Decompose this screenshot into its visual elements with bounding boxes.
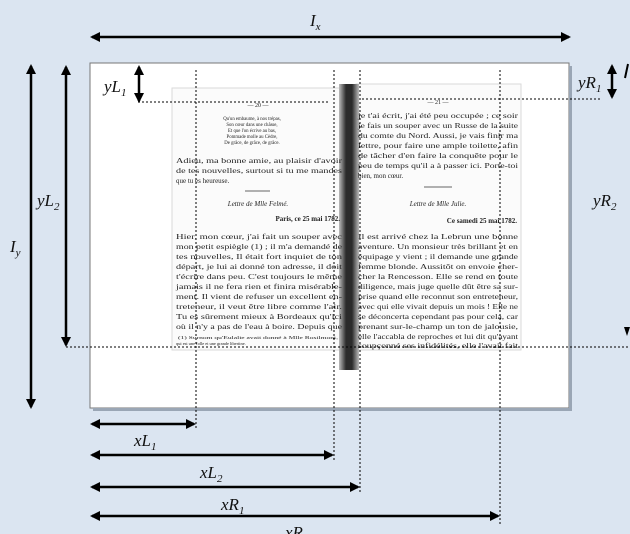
- text-line: mon petit espiègle (1) ; il m'a demandé …: [176, 243, 342, 251]
- scan-canvas-shadow-bottom: [93, 408, 572, 411]
- left-page-number: — 20 —: [247, 103, 270, 109]
- text-line: avec qui elle vivait depuis un mois ! El…: [358, 303, 518, 311]
- text-line: prenant sur-le-champ un ton de jalousie,: [358, 323, 518, 331]
- text-line: elle l'accabla de reproches et lui dit q…: [358, 333, 518, 341]
- text-line: équipage y vient ; il demande une grande: [358, 253, 518, 261]
- text-line: peu de temps qu'il a à passer ici. Porte…: [358, 162, 518, 170]
- text-line: femme blonde. Aussitôt on envoie cher-: [358, 263, 519, 271]
- label-xL2: xL2: [199, 463, 223, 485]
- arrow-partial-top-right: [624, 63, 629, 79]
- text-line: cher la Rencesson. Elle se rend en toute: [358, 273, 518, 281]
- poem-line: Son cœur dans une châsse,: [226, 123, 277, 128]
- text-line: où il n'y a pas de l'eau à boire. Depuis…: [176, 323, 342, 331]
- label-yL2: yL2: [35, 191, 60, 213]
- text-line: diligence, mais juge quelle dût être sa …: [358, 283, 519, 291]
- label-Ix: Ix: [309, 11, 321, 33]
- left-date-line: Paris, ce 25 mai 1782.: [275, 215, 340, 223]
- text-line: que tu es heureuse.: [176, 177, 230, 185]
- text-line: tes nouvelles, Il était fort inquiet de …: [176, 253, 343, 261]
- right-para1: je t'ai écrit, j'ai été peu occupée ; ce…: [357, 112, 520, 180]
- text-line: Il est arrivé chez la Lebrun une bonne: [358, 233, 518, 241]
- label-yR1: yR1: [576, 73, 601, 95]
- book-spine: [339, 84, 359, 370]
- right-date-line: Ce samedi 25 mai 1782.: [447, 217, 517, 225]
- arrow-partial-mid-right: [624, 327, 630, 336]
- left-letter-title: Lettre de Mlle Felmé.: [227, 200, 289, 208]
- text-line: du comte du Nord. Aussi, je vais finir m…: [358, 132, 519, 140]
- poem-line: Pommade molle au Cèdre,: [227, 135, 278, 140]
- text-line: Hier, mon cœur, j'ai fait un souper avec: [176, 233, 342, 241]
- text-line: lettre, pour faire une ample toilette, a…: [358, 142, 519, 150]
- footnote-line: qui est une folle et une grande libertin…: [176, 341, 246, 346]
- poem-line: Qu'un embaume, à nos trépas,: [223, 117, 281, 122]
- label-xL1: xL1: [133, 431, 157, 453]
- label-xR2: xR2: [284, 523, 309, 534]
- text-line: je t'ai écrit, j'ai été peu occupée ; ce…: [357, 112, 519, 120]
- left-para1: Adieu, ma bonne amie, au plaisir d'avoir…: [176, 157, 343, 185]
- left-poem: Qu'un embaume, à nos trépas, Son cœur da…: [223, 117, 281, 146]
- text-line: départ, je lui ai donné ton adresse, il …: [176, 263, 342, 271]
- text-line: je fais un souper avec un Russe de la su…: [357, 122, 518, 130]
- text-line: t'écrire dans peu. C'est toujours le mêm…: [176, 273, 342, 281]
- text-line: jamais il ne fera rien et finira misérab…: [175, 283, 343, 291]
- dimension-arrows: [26, 32, 617, 521]
- poem-line: De grâce, de grâce, de grâce.: [224, 141, 279, 146]
- scan-canvas-shadow: [569, 66, 572, 411]
- footnote-line: (1) Surnom qu'Eulalie avait donné à Mlle…: [178, 335, 338, 341]
- poem-line: Et que l'on écrive au bas,: [228, 129, 276, 134]
- text-line: de tes nouvelles, surtout si tu me mande…: [176, 167, 342, 175]
- left-para2: Hier, mon cœur, j'ai fait un souper avec…: [175, 233, 343, 331]
- label-yL1: yL1: [102, 77, 127, 99]
- text-line: Tu es sûrement mieux à Bordeaux qu'ici: [176, 313, 342, 321]
- text-line: ment. Il vient de refuser un excellent e…: [176, 293, 343, 301]
- text-line: aventure. Un monsieur très brillant et e…: [358, 243, 519, 251]
- label-xR1: xR1: [220, 495, 244, 517]
- text-line: prise quand elle reconnut son entreteneu…: [358, 293, 518, 301]
- right-page-number: — 21 —: [427, 100, 450, 106]
- right-para2: Il est arrivé chez la Lebrun une bonne a…: [358, 233, 519, 350]
- text-line: se déconcerta cependant pas pour cela, c…: [358, 313, 519, 321]
- text-line: Adieu, ma bonne amie, au plaisir d'avoir: [176, 157, 343, 165]
- text-line: de tâcher d'en faire la conquête pour le: [358, 152, 518, 160]
- right-page: [355, 83, 522, 351]
- text-line: soupçonné ses infidélités, elle l'avait …: [358, 342, 518, 350]
- left-page: [171, 87, 345, 351]
- label-Iy: Iy: [9, 237, 21, 259]
- label-yR2: yR2: [591, 191, 617, 213]
- right-letter-title: Lettre de Mlle Julie.: [409, 200, 467, 208]
- guide-lines: [66, 70, 630, 526]
- text-line: treteneur, il veut être libre comme l'ai…: [176, 303, 342, 311]
- text-line: bien, mon cœur.: [358, 172, 403, 180]
- left-footnote: (1) Surnom qu'Eulalie avait donné à Mlle…: [176, 335, 338, 346]
